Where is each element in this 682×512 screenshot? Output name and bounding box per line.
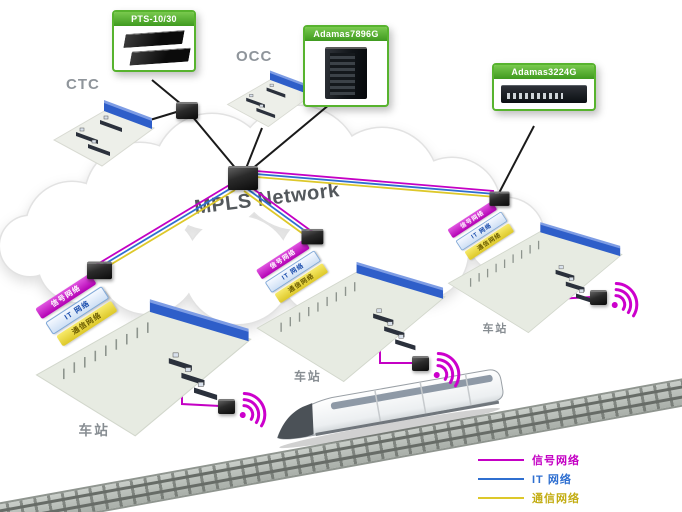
legend: 信号网络 IT 网络 通信网络	[478, 450, 580, 507]
rack-unit-icon	[123, 29, 185, 49]
it-line-swatch	[478, 477, 524, 480]
pts-device-image	[114, 26, 194, 70]
device-card-adamas7896: Adamas7896G	[303, 25, 389, 107]
ctc-label: CTC	[66, 76, 100, 93]
occ-label: OCC	[236, 48, 273, 65]
device-card-pts: PTS-10/30	[112, 10, 196, 72]
rack-unit-icon	[129, 47, 191, 66]
legend-item-signal: 信号网络	[478, 450, 580, 469]
station-3-switch-node	[489, 191, 510, 206]
access-point-node-3	[590, 290, 607, 305]
ctc-scene-illustration	[52, 100, 156, 167]
adamas3224-device-image	[494, 79, 594, 109]
wifi-icon	[239, 391, 267, 428]
station-1-label: 车站	[78, 422, 111, 438]
signal-line-swatch	[478, 458, 524, 461]
server-cabinet-icon	[325, 47, 367, 99]
adamas7896-device-image	[305, 41, 387, 105]
legend-label-comm: 通信网络	[532, 492, 580, 505]
station-1-switch-node	[86, 261, 113, 280]
station-2-switch-node	[301, 228, 324, 245]
device-label-adamas3224: Adamas3224G	[494, 65, 594, 79]
device-label-pts: PTS-10/30	[114, 12, 194, 26]
device-label-adamas7896: Adamas7896G	[305, 27, 387, 41]
station-2-label: 车站	[294, 369, 322, 384]
rack-switch-icon	[501, 85, 587, 103]
station-1: 信号网络 IT 网络 通信网络 车站	[26, 261, 257, 445]
train-illustration	[277, 369, 504, 449]
station-platform-illustration	[447, 222, 623, 334]
station-platform-illustration	[256, 261, 446, 383]
legend-item-comm: 通信网络	[478, 488, 580, 507]
mpls-core-switch-node	[228, 166, 258, 190]
comm-line-swatch	[478, 496, 524, 499]
legend-label-signal: 信号网络	[532, 454, 580, 467]
legend-label-it: IT 网络	[532, 473, 572, 486]
legend-item-it: IT 网络	[478, 469, 580, 488]
station-3-label: 车站	[482, 321, 509, 335]
wifi-icon	[611, 281, 639, 318]
wifi-icon	[433, 351, 461, 388]
access-point-node-2	[412, 356, 429, 371]
station-platform-illustration	[35, 299, 252, 437]
device-card-adamas3224: Adamas3224G	[492, 63, 596, 111]
station-3: 信号网络 IT 网络 通信网络 车站	[440, 191, 627, 340]
access-point-node-1	[218, 399, 235, 414]
control-center-switch-node	[176, 102, 198, 119]
